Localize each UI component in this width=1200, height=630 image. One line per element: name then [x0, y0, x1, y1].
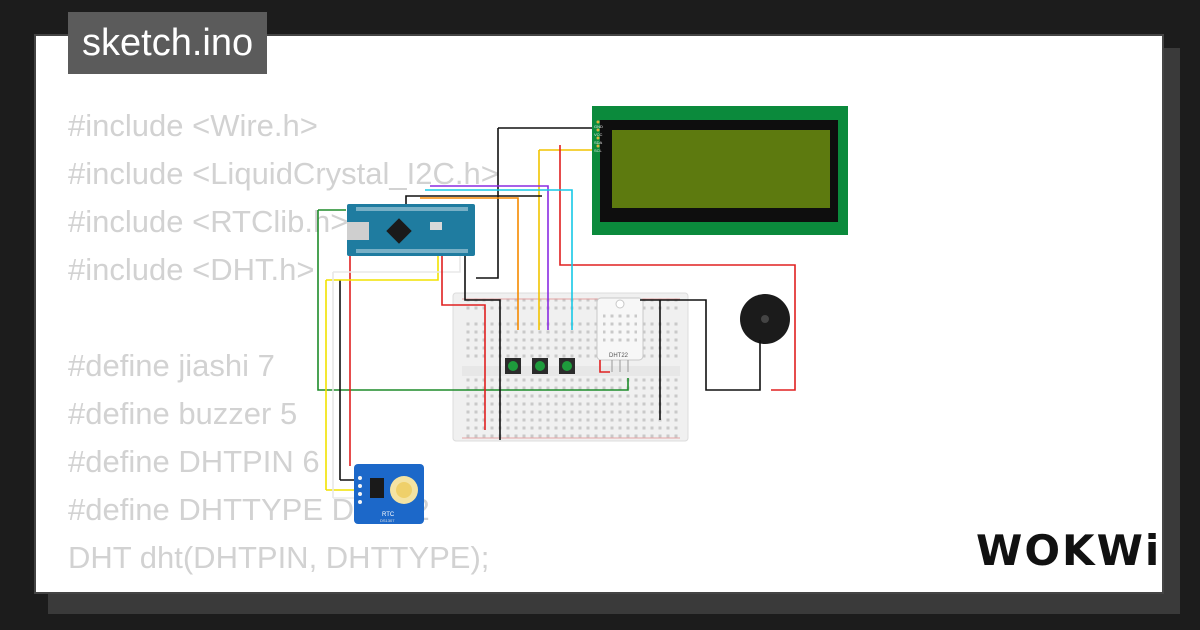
pushbutton-3[interactable] — [559, 358, 575, 374]
buzzer[interactable] — [740, 294, 790, 344]
lcd-pin-sda: SDA — [594, 140, 603, 145]
code-line: #include <LiquidCrystal_I2C.h> — [68, 156, 499, 191]
code-line: DHT dht(DHTPIN, DHTTYPE); — [68, 540, 490, 575]
code-line: #define buzzer 5 — [68, 396, 298, 431]
dht22-label: DHT22 — [609, 353, 629, 359]
dht22-sensor[interactable] — [596, 297, 644, 372]
file-title: sketch.ino — [68, 12, 268, 74]
lcd-pin-gnd: GND — [594, 124, 603, 129]
code-line: #include <DHT.h> — [68, 252, 315, 287]
wires — [317, 127, 796, 499]
code-line: #define DHTPIN 6 — [68, 444, 320, 479]
wokwi-logo: WOKWi — [976, 526, 1162, 575]
rtc-module[interactable] — [354, 464, 424, 524]
pushbutton-1[interactable] — [505, 358, 521, 374]
lcd-pin-vcc: VCC — [594, 132, 603, 137]
lcd-pin-scl: SCL — [594, 148, 603, 153]
rtc-sub-label: DS1307 — [380, 518, 395, 523]
rtc-label: RTC — [382, 512, 395, 518]
code-preview: #include <Wire.h> #include <LiquidCrystal… — [68, 102, 499, 582]
code-line: #define jiashi 7 — [68, 348, 275, 383]
pushbutton-2[interactable] — [532, 358, 548, 374]
arduino-nano[interactable] — [347, 204, 475, 256]
lcd-display[interactable] — [592, 106, 848, 235]
code-line: #include <Wire.h> — [68, 108, 318, 143]
